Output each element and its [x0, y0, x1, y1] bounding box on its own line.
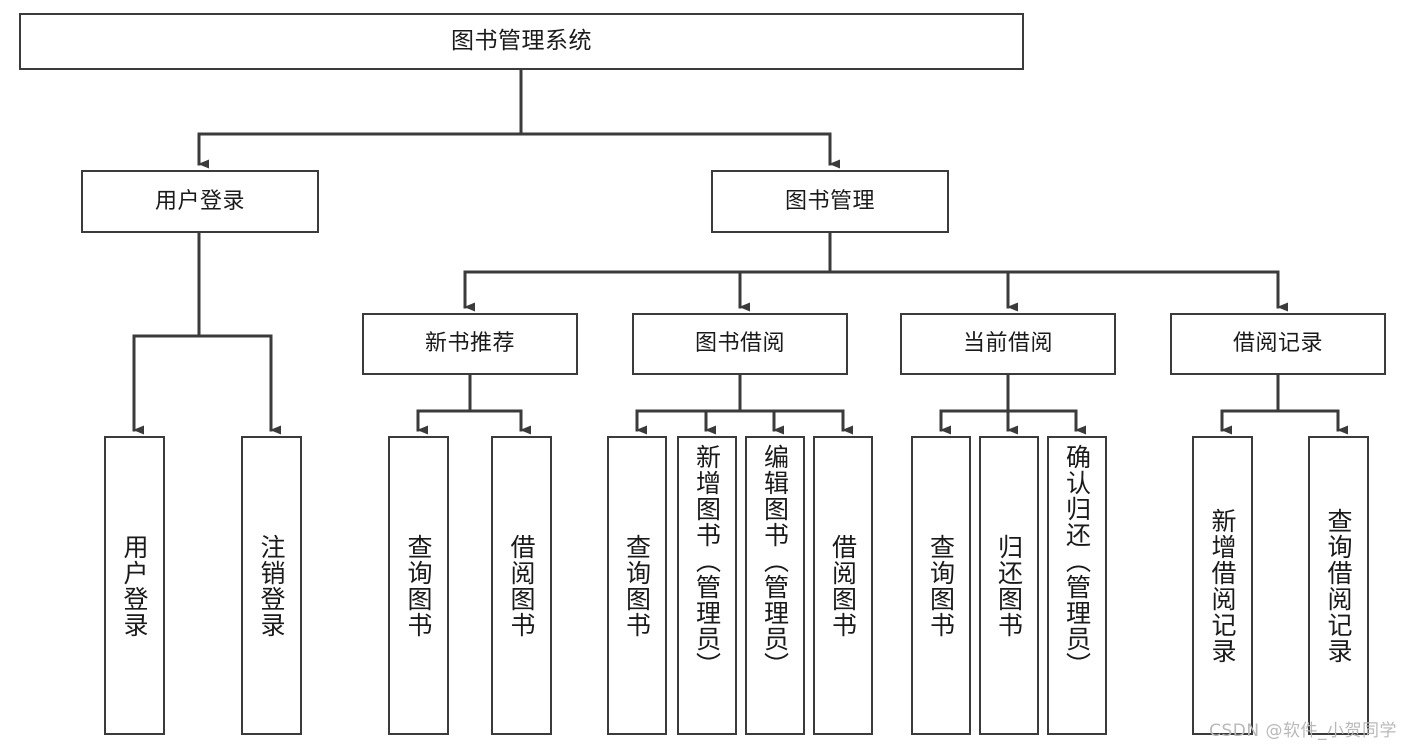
node-current-borrow[interactable]: 当前借阅 [900, 313, 1116, 375]
node-label: 新书推荐 [424, 331, 515, 357]
node-label: 查询图书 [926, 533, 956, 638]
csdn-watermark: CSDN @软件_小贺同学 [1209, 721, 1397, 741]
node-label: 当前借阅 [962, 331, 1053, 357]
node-label: 注销登录 [257, 533, 286, 638]
node-label: 借阅记录 [1232, 331, 1323, 357]
node-label: 确认归还（管理员） [1062, 444, 1092, 678]
node-new-book-recommend[interactable]: 新书推荐 [362, 313, 578, 375]
leaf-new-book-query-books[interactable]: 查询图书 [388, 436, 449, 735]
node-label: 查询借阅记录 [1324, 507, 1353, 664]
leaf-book-borrow-add-book-admin[interactable]: 新增图书（管理员） [677, 436, 737, 735]
node-label: 用户登录 [120, 533, 149, 638]
node-label: 图书借阅 [694, 331, 785, 357]
leaf-borrow-record-add-record[interactable]: 新增借阅记录 [1192, 436, 1253, 735]
node-label: 借阅图书 [507, 533, 536, 638]
leaf-user-login-login[interactable]: 用户登录 [104, 436, 165, 735]
node-label: 新增借阅记录 [1208, 507, 1237, 664]
leaf-new-book-borrow-books[interactable]: 借阅图书 [491, 436, 552, 735]
node-book-borrow[interactable]: 图书借阅 [632, 313, 848, 375]
node-label: 借阅图书 [828, 533, 858, 638]
leaf-current-borrow-query-books[interactable]: 查询图书 [911, 436, 971, 735]
node-label: 查询图书 [404, 533, 433, 638]
node-label: 编辑图书（管理员） [760, 444, 790, 678]
node-label: 图书管理 [784, 188, 875, 214]
leaf-current-borrow-return-books[interactable]: 归还图书 [979, 436, 1039, 735]
node-label: 查询图书 [622, 533, 652, 638]
node-label: 用户登录 [154, 188, 245, 214]
node-label: 归还图书 [994, 533, 1024, 638]
node-user-login[interactable]: 用户登录 [81, 170, 319, 233]
node-label: 图书管理系统 [451, 27, 592, 54]
node-root-book-management-system[interactable]: 图书管理系统 [19, 13, 1024, 70]
leaf-book-borrow-borrow-books[interactable]: 借阅图书 [813, 436, 873, 735]
leaf-book-borrow-query-books[interactable]: 查询图书 [607, 436, 667, 735]
leaf-current-borrow-confirm-return-admin[interactable]: 确认归还（管理员） [1047, 436, 1107, 735]
node-borrow-record[interactable]: 借阅记录 [1170, 313, 1386, 375]
node-label: 新增图书（管理员） [692, 444, 722, 678]
leaf-user-login-logout[interactable]: 注销登录 [241, 436, 302, 735]
node-book-management[interactable]: 图书管理 [711, 170, 949, 233]
leaf-borrow-record-query-record[interactable]: 查询借阅记录 [1308, 436, 1369, 735]
leaf-book-borrow-edit-book-admin[interactable]: 编辑图书（管理员） [745, 436, 805, 735]
